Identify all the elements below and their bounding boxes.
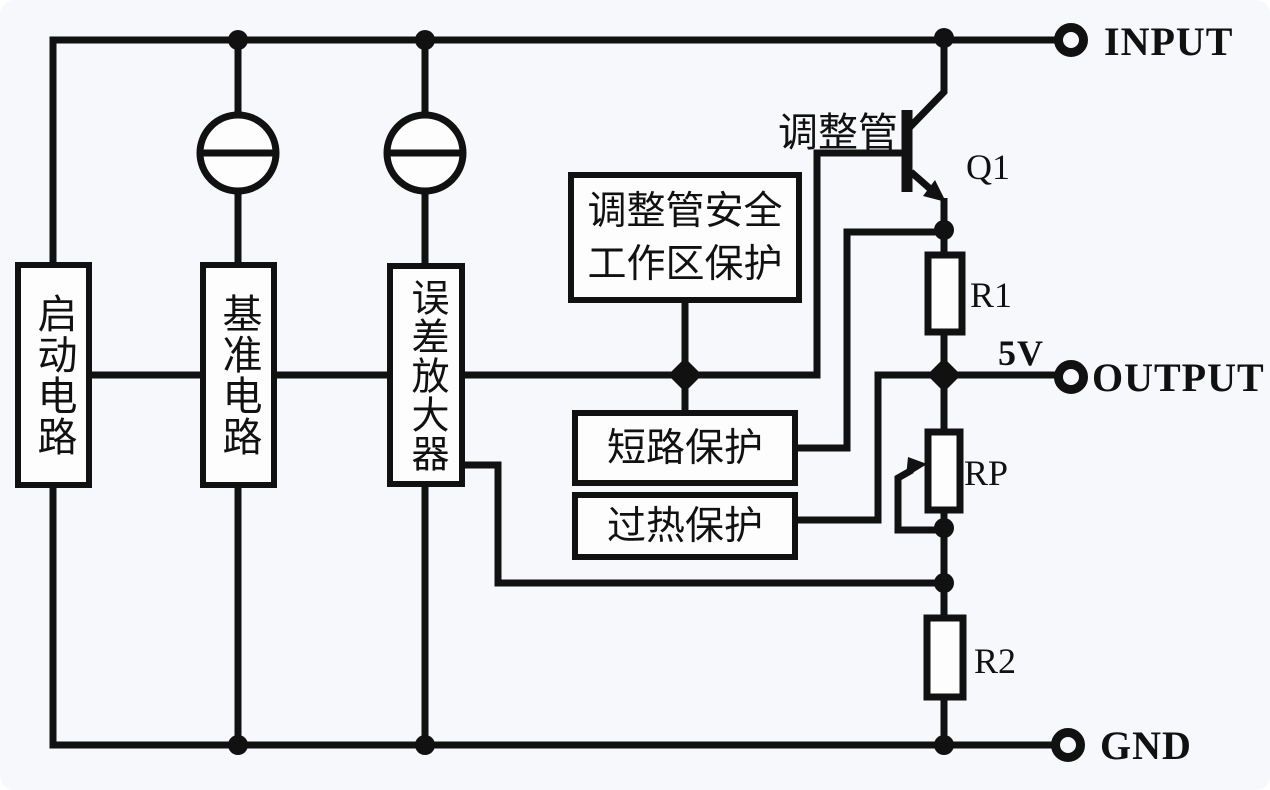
- junction-dot: [934, 735, 954, 755]
- block-thermal-label: 过热保护: [606, 503, 763, 549]
- junction-dots: [228, 28, 961, 755]
- block-reference-label: 基准电路: [215, 293, 262, 457]
- gnd-terminal-label: GND: [1100, 723, 1192, 768]
- output-terminal-label: OUTPUT: [1092, 355, 1265, 400]
- transistor-q1: [901, 38, 948, 202]
- junction-dot: [934, 573, 954, 593]
- rp-wiper: [894, 457, 944, 534]
- wire-feedback: [465, 461, 944, 587]
- block-soa-label-line1: 调整管安全: [587, 188, 783, 234]
- resistor-r1: [924, 251, 966, 336]
- junction-dot: [934, 28, 954, 48]
- r1-label: R1: [970, 275, 1013, 315]
- junction-dot: [415, 735, 435, 755]
- wire-thermal-sense: [798, 371, 944, 524]
- potentiometer-rp: [924, 428, 964, 514]
- r2-label: R2: [974, 641, 1017, 681]
- junction-diamond: [668, 358, 702, 392]
- current-source-error-amp: [383, 111, 467, 195]
- block-startup-circuit: 启动电路: [15, 262, 92, 488]
- block-short-circuit-protection: 短路保护: [572, 410, 798, 486]
- block-error-amplifier-label: 误差放大器: [404, 277, 449, 473]
- block-error-amplifier: 误差放大器: [387, 263, 465, 487]
- junction-dot: [934, 220, 954, 240]
- junction-dot: [228, 30, 248, 50]
- output-terminal: [1054, 360, 1088, 394]
- junction-dot: [415, 30, 435, 50]
- resistor-r2: [923, 614, 967, 701]
- wire-short-circuit-sense: [798, 228, 944, 452]
- junction-diamond: [927, 358, 961, 392]
- output-voltage-label: 5V: [998, 333, 1044, 373]
- gnd-terminal: [1051, 728, 1085, 762]
- block-reference-circuit: 基准电路: [200, 262, 277, 488]
- current-source-reference: [196, 111, 280, 195]
- block-short-circuit-label: 短路保护: [606, 425, 763, 471]
- block-thermal-protection: 过热保护: [572, 492, 798, 560]
- q1-label: Q1: [966, 147, 1010, 187]
- q1-collector: [907, 38, 948, 130]
- block-soa-protection: 调整管安全 工作区保护: [568, 172, 802, 303]
- junction-dot: [934, 518, 954, 538]
- input-terminal-label: INPUT: [1104, 19, 1234, 64]
- junction-dot: [228, 735, 248, 755]
- pass-transistor-label: 调整管: [778, 110, 898, 156]
- block-soa-label-line2: 工作区保护: [587, 241, 783, 287]
- input-terminal: [1054, 23, 1088, 57]
- q1-emitter-arrow: [923, 180, 946, 202]
- block-startup-label: 启动电路: [30, 293, 77, 457]
- rp-label: RP: [964, 453, 1009, 493]
